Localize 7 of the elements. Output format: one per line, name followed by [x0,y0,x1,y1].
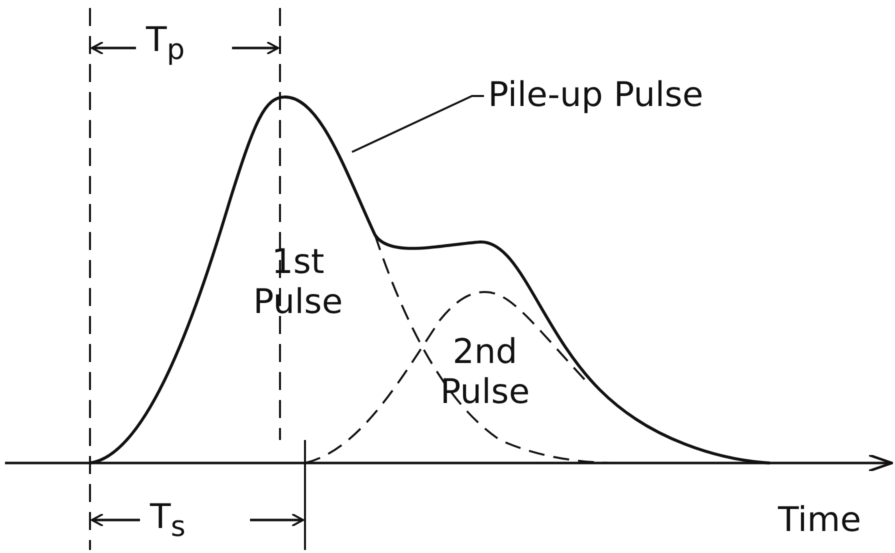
dimension-label: T$_{p}$ [146,20,185,68]
leader-line [352,95,484,153]
pulse-label: 1st Pulse [252,242,344,322]
dimension-label: T$_{s}$ [150,497,186,545]
pulse-label: 2nd Pulse [439,332,531,412]
curve-label: Pile-up Pulse [488,75,704,115]
axis-label: Time [778,500,862,540]
